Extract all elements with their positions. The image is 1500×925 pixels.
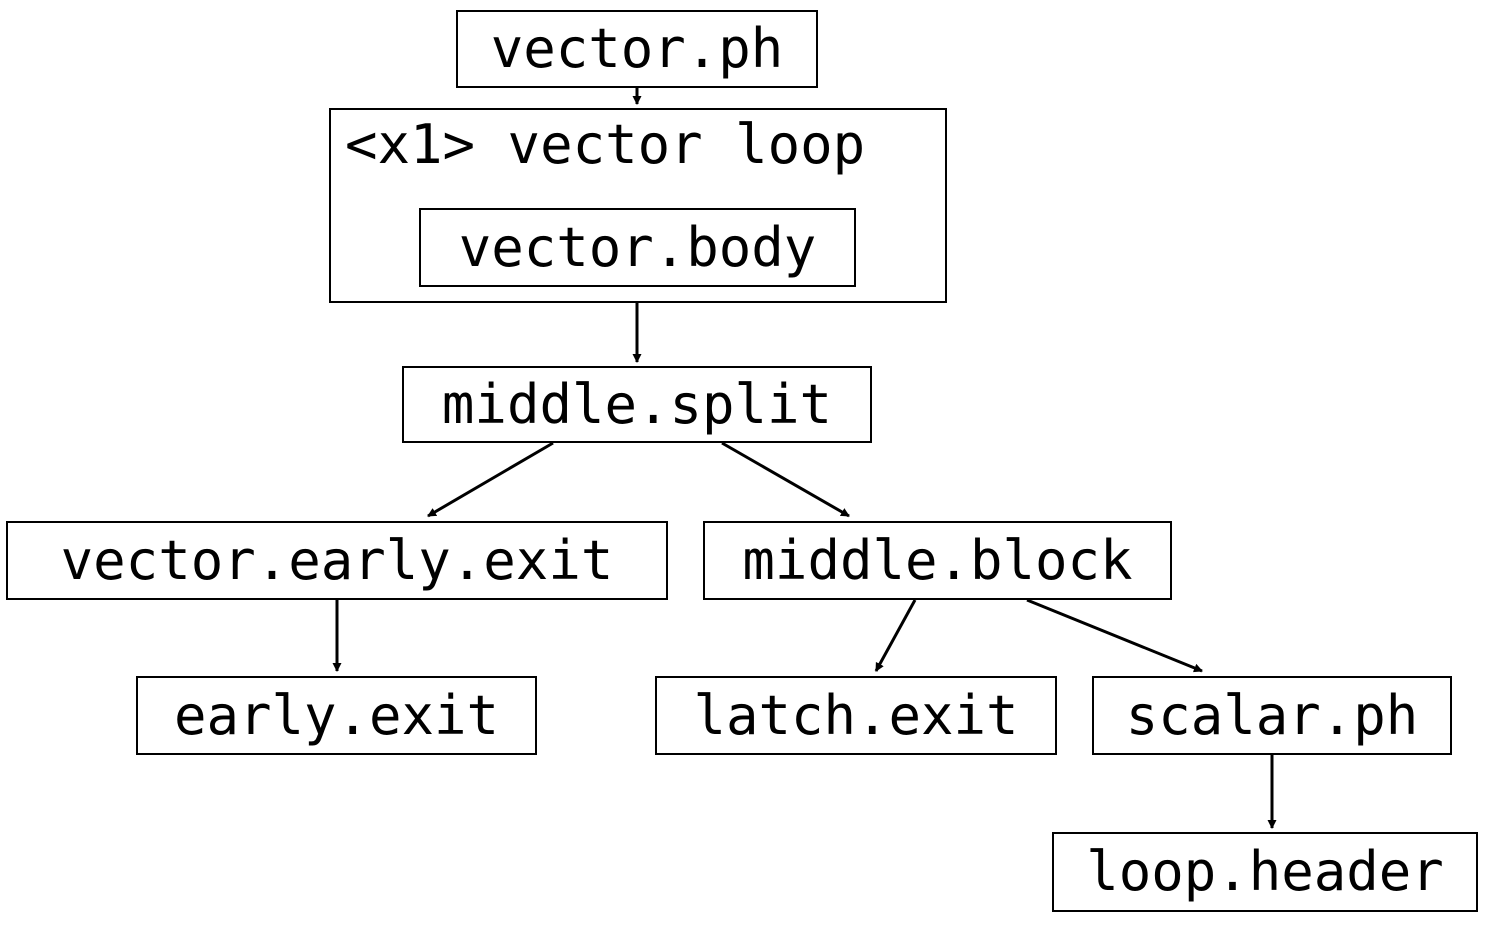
node-label-loop-header: loop.header (1086, 840, 1444, 903)
node-label-early-exit: early.exit (173, 683, 500, 747)
node-latch-exit[interactable]: latch.exit (655, 676, 1057, 755)
node-label-vector-body: vector.body (458, 215, 817, 279)
node-label-middle-block: middle.block (742, 528, 1133, 592)
node-early-exit[interactable]: early.exit (136, 676, 537, 755)
node-label-middle-split: middle.split (441, 372, 833, 436)
node-label-vector-ph: vector.ph (490, 17, 784, 80)
node-label-scalar-ph: scalar.ph (1125, 683, 1419, 747)
node-loop-header[interactable]: loop.header (1052, 832, 1478, 912)
node-vector-body[interactable]: vector.body (419, 208, 856, 287)
cluster-vector-loop[interactable] (329, 108, 947, 303)
edge-middle-split-to-vector-early-exit (427, 441, 554, 518)
node-scalar-ph[interactable]: scalar.ph (1092, 676, 1452, 755)
edge-middle-block-to-latch-exit (874, 599, 917, 672)
node-vector-ph[interactable]: vector.ph (456, 10, 818, 88)
node-vector-early-exit[interactable]: vector.early.exit (6, 521, 668, 600)
node-label-latch-exit: latch.exit (693, 683, 1019, 747)
node-middle-split[interactable]: middle.split (402, 366, 872, 443)
node-label-vector-early-exit: vector.early.exit (60, 528, 614, 592)
node-middle-block[interactable]: middle.block (703, 521, 1172, 600)
cluster-label-vector-loop: <x1> vector loop (345, 113, 866, 176)
edge-middle-block-to-scalar-ph (1026, 598, 1203, 673)
edge-middle-split-to-middle-block (721, 441, 850, 518)
